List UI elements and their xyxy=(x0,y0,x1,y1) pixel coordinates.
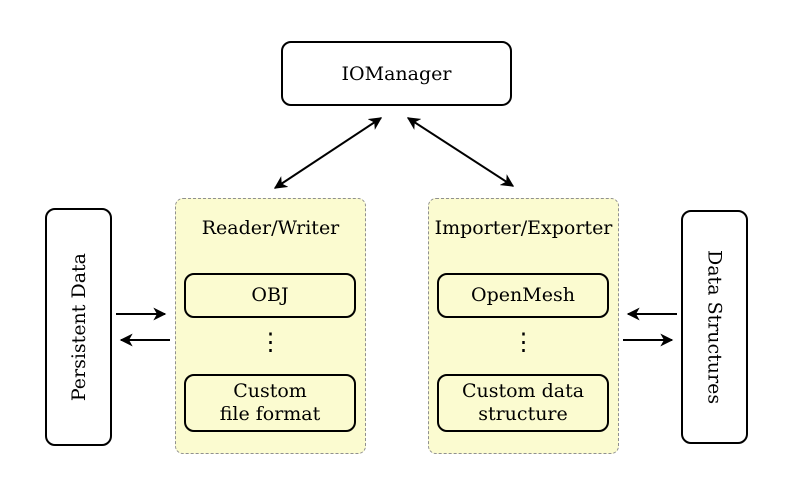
arrow-iomanager-readerwriter xyxy=(273,117,383,189)
custom-file-format-line1: Custom xyxy=(233,379,307,402)
custom-data-structure-line1: Custom data xyxy=(461,379,585,402)
custom-data-structure-line2: structure xyxy=(478,403,568,425)
openmesh-label: OpenMesh xyxy=(471,283,575,306)
obj-node: OBJ xyxy=(184,273,356,318)
reader-writer-container: Reader/Writer OBJ ⋮ Custom file format xyxy=(175,198,366,454)
importer-exporter-ellipsis: ⋮ xyxy=(511,328,536,356)
custom-file-format-node: Custom file format xyxy=(184,374,356,432)
reader-writer-ellipsis: ⋮ xyxy=(258,328,283,356)
persistent-data-label: Persistent Data xyxy=(67,252,90,402)
persistent-data-node: Persistent Data xyxy=(45,208,112,446)
importer-exporter-container: Importer/Exporter OpenMesh ⋮ Custom data… xyxy=(428,198,619,454)
iomanager-node: IOManager xyxy=(281,41,512,106)
data-structures-label: Data Structures xyxy=(703,249,726,405)
arrow-iomanager-importerexporter xyxy=(406,117,515,187)
importer-exporter-title: Importer/Exporter xyxy=(434,217,613,239)
data-structures-node: Data Structures xyxy=(681,210,748,444)
iomanager-label: IOManager xyxy=(341,62,452,85)
custom-data-structure-node: Custom data structure xyxy=(437,374,609,432)
openmesh-node: OpenMesh xyxy=(437,273,609,318)
obj-label: OBJ xyxy=(251,283,289,306)
reader-writer-title: Reader/Writer xyxy=(201,217,340,239)
custom-file-format-line2: file format xyxy=(219,403,321,425)
